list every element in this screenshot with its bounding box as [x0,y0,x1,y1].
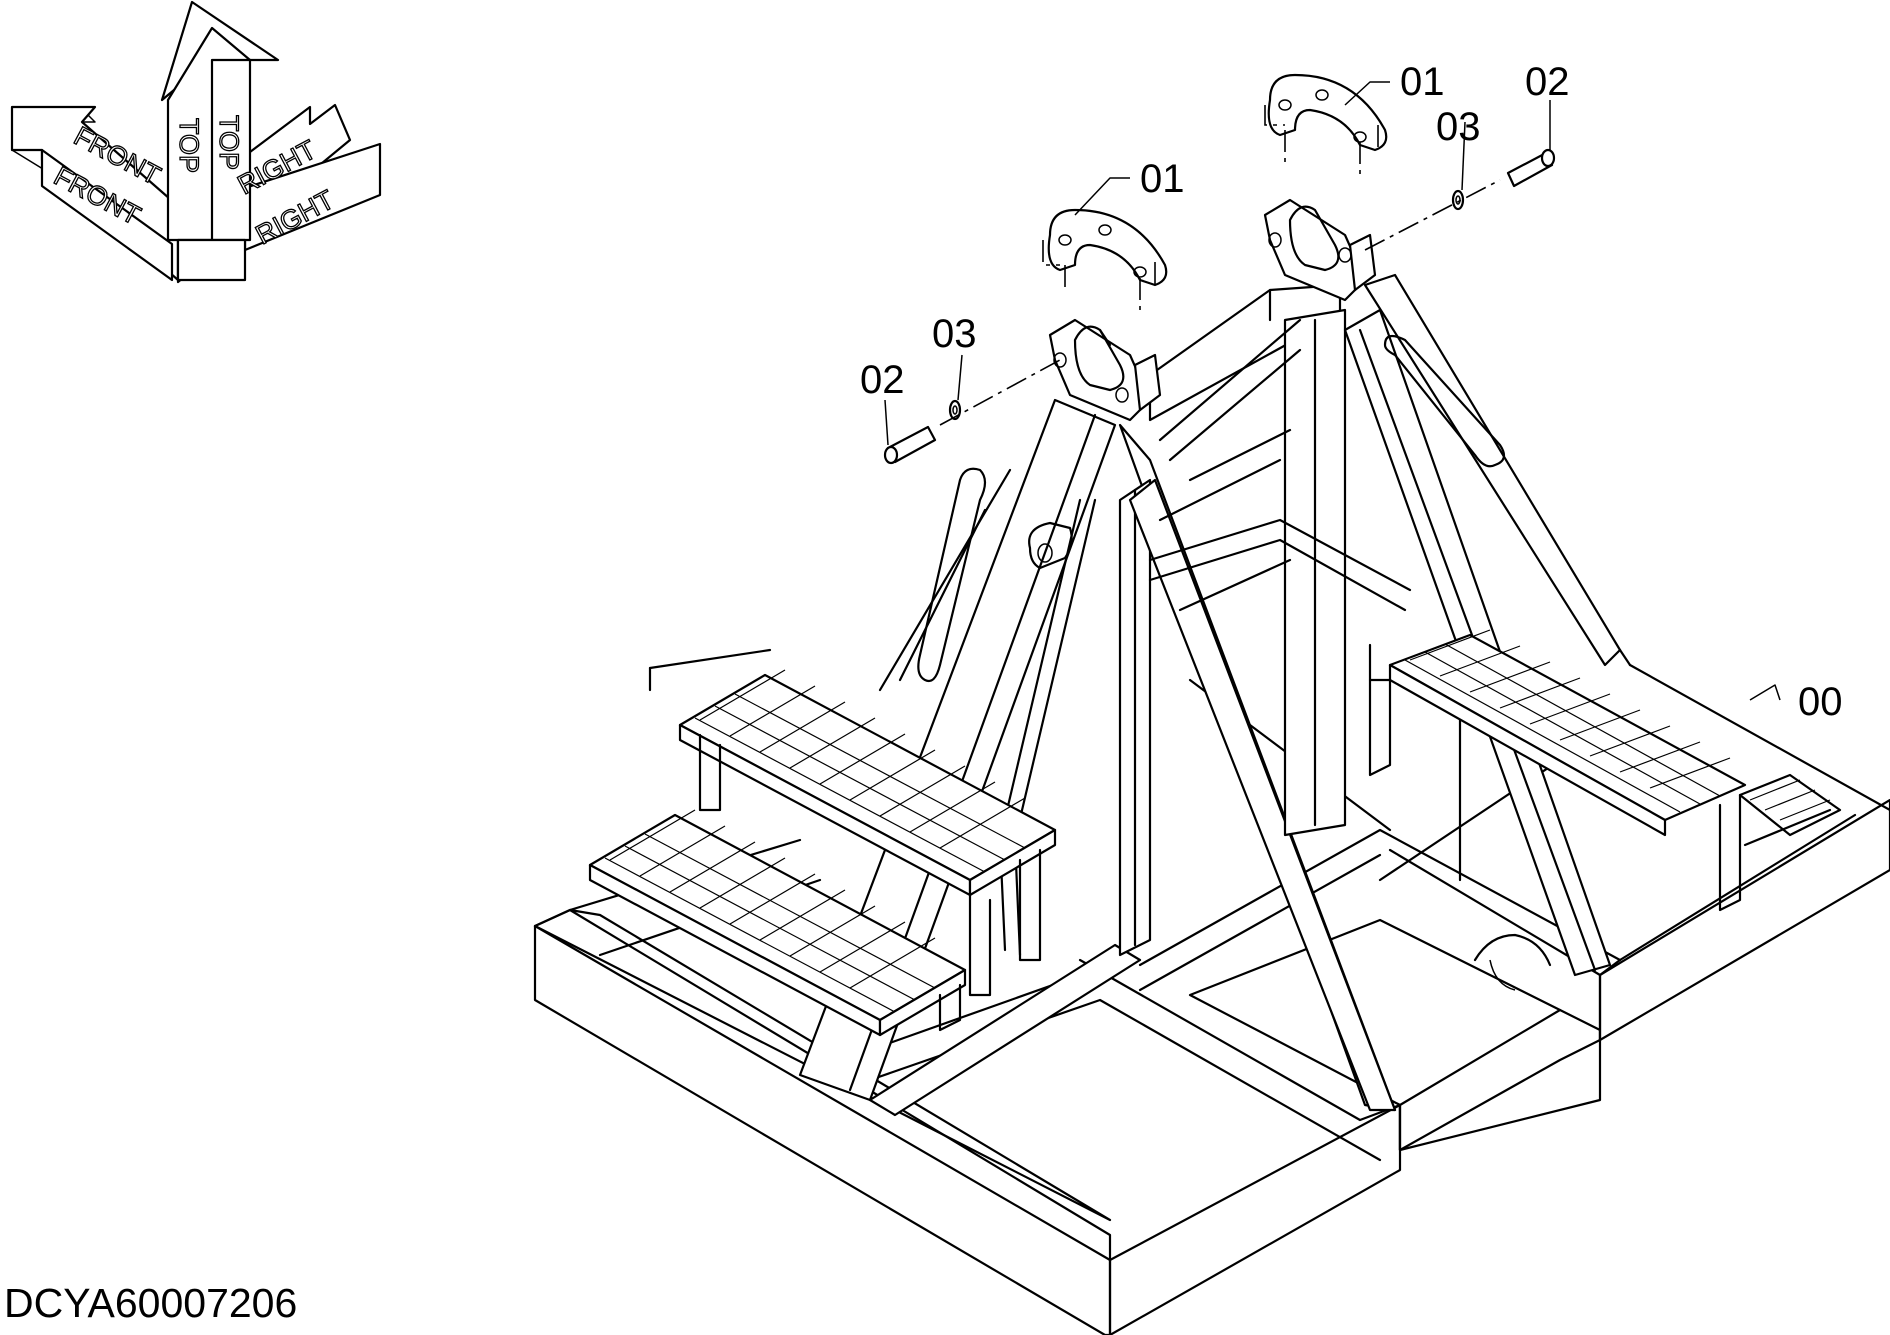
washer-left [948,399,962,421]
callout-washer-left: 03 [932,312,977,356]
orientation-top-label-back: TOP [214,115,244,170]
pin-right [1506,148,1556,188]
pin-left [883,425,937,465]
callout-pin-left: 02 [860,358,905,402]
lifting-plate-left [1042,208,1168,310]
leader-lines [884,81,1781,701]
orientation-indicator-icon: FRONT FRONT TOP TOP RIGHT RIGHT [10,0,382,284]
callout-plate-left: 01 [1140,157,1185,201]
callout-frame: 00 [1798,680,1843,724]
drawing-code: DCYA60007206 [4,1280,298,1326]
washer-right [1451,189,1465,211]
lug-left [1048,318,1162,422]
left-a-frame [798,398,1397,1117]
lifting-plate-right [1264,73,1388,175]
left-step-upper [648,648,1057,997]
base-frame [533,648,1890,1335]
pin-axis-right [1364,179,1501,251]
callout-washer-right: 03 [1436,105,1481,149]
orientation-top-label: TOP [174,118,204,173]
pin-axis-left [939,359,1061,426]
callout-pin-right: 02 [1525,60,1570,104]
left-step-lower [588,809,967,1037]
right-step [1368,629,1842,912]
callout-plate-right: 01 [1400,60,1445,104]
lug-right [1263,198,1377,302]
